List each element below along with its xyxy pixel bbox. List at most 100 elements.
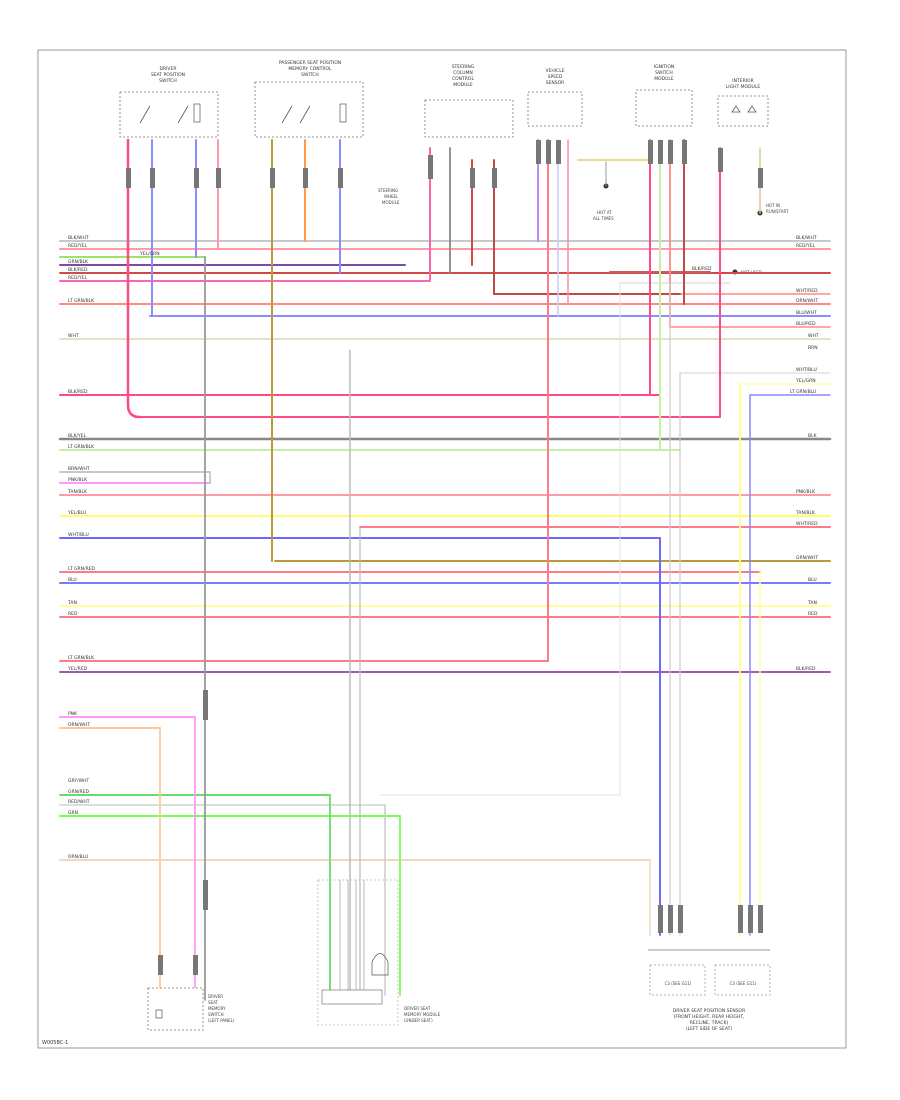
horizontal-wires [58,240,832,861]
component-title-line: (UNDER SEAT) [404,1018,433,1023]
wire-label: GRY/WHT [68,778,89,784]
wire-labels-right: BLK/WHT RED/YEL BLK/RED WHT/RED ORN/WHT … [692,235,819,672]
wire-labels-left: BLK/WHT RED/YEL YEL/GRN GRN/BLK BLK/RED … [67,235,160,860]
wire-label: YEL/GRN [139,251,160,257]
component-driver-seat-memory-module: DRIVER SEAT MEMORY MODULE (UNDER SEAT) [317,879,441,1026]
wire-label: GRN [68,810,78,816]
wire-label: WHT/RED [796,288,818,294]
wire-label: YEL/GRN [795,378,816,384]
wire-label: LT GRN/BLK [68,298,95,304]
component-title-line: STEERING [452,64,475,70]
component-title-line: SENSOR [546,80,565,86]
wire-label: ORN/WHT [68,722,90,728]
annotation-line: WHEEL [384,194,399,199]
wire-label: BRN/WHT [68,466,90,472]
wire-label: TAN [67,600,77,606]
component-title-line: SWITCH [301,72,319,78]
component-title-line: LIGHT MODULE [726,84,761,90]
diagram-frame [37,49,847,1049]
wire-label: GRN/RED [68,789,89,795]
annotation-hot-at-all-times: HOT AT ALL TIMES [593,183,614,221]
annotation-hot-in-run-start: HOT IN RUN/START [757,203,789,216]
component-title-line: DRIVER [160,66,177,72]
component-title-line: (FRONT HEIGHT, REAR HEIGHT, [674,1014,745,1020]
wire-label: LT GRN/BLU [790,389,816,395]
wire-label: BLK/RED [68,267,88,273]
wire-label: GRN/BLK [68,259,89,265]
wire-label: WHT/RED [796,521,818,527]
vertical-wires [126,138,761,1001]
annotation-steering-wheel-module: STEERING WHEEL MODULE [378,188,400,205]
wire-label: LT GRN/BLK [68,655,95,661]
component-ignition-switch-module: IGNITION SWITCH MODULE [635,64,693,127]
component-steering-column-control-module: STEERING COLUMN CONTROL MODULE [424,64,514,138]
annotation-line: ALL TIMES [593,216,614,221]
pin-tags [126,140,763,975]
wire-label: BLK/YEL [68,433,87,439]
annotation-line: STEERING [378,188,398,193]
wire-label: PNK [68,711,78,717]
wire-label: BLU/RED [796,321,816,327]
annotation-line: RUN/START [766,209,789,214]
wire-label: WHT/BLU [796,367,817,373]
component-title-line: DRIVER [208,994,223,999]
component-title-line: CONTROL [452,76,474,82]
component-title-line: (LEFT PANEL) [208,1018,235,1023]
component-driver-seat-position-switch: DRIVER SEAT POSITION SWITCH [119,66,219,138]
wire-label: BLU [808,577,817,583]
wire-label: WHT/BLU [68,532,89,538]
wire-label: PNK/BLK [68,477,88,483]
wire-label: RED/YEL [796,243,816,249]
connector-label: C3 (SEE G11) [665,981,692,986]
wire-label: YEL/BLU [67,510,86,516]
component-title-line: MEMORY CONTROL [288,66,332,72]
component-title-line: SWITCH [208,1012,224,1017]
wire-label: RED [68,611,78,617]
component-title-line: DRIVER SEAT [404,1006,431,1011]
wire-label: TAN/BLK [67,489,88,495]
wire-label: LT GRN/BLK [68,444,95,450]
wire-label: LT GRN/RED [68,566,96,572]
annotation-line: HOT AT [597,210,612,215]
wire-label: BLK/WHT [796,235,817,241]
wire-label: TAN/BLK [795,510,816,516]
wire-label: YEL/RED [67,666,88,672]
component-title-line: MEMORY MODULE [404,1012,441,1017]
component-title-line: SWITCH [159,78,177,84]
wire-label: BRN [808,345,818,351]
component-title-line: MEMORY [208,1006,226,1011]
component-interior-light-module: INTERIOR LIGHT MODULE [717,78,769,127]
component-driver-seat-position-sensor: C3 (SEE G11) C3 (SEE G11) DRIVER SEAT PO… [648,949,771,1032]
component-title-line: VEHICLE [545,68,564,74]
wire-label: WHT [808,333,819,339]
wire-label: RED/WHT [68,799,90,805]
wire-label: BLK/RED [796,666,816,672]
component-passenger-seat-memory-switch: PASSENGER SEAT POSITION MEMORY CONTROL S… [254,60,364,138]
wire-label: BLK/RED [692,266,712,272]
component-title-line: COLUMN [453,70,473,76]
component-vehicle-speed-sensor: VEHICLE SPEED SENSOR [527,68,583,127]
component-title-line: DRIVER SEAT POSITION SENSOR [673,1008,745,1014]
wire-label: BLK/RED [68,389,88,395]
annotation-line: HOT IN [766,203,780,208]
wire-label: GRN/WHT [796,555,818,561]
wire-label: ORN/BLU [68,854,88,860]
component-title-line: (LEFT SIDE OF SEAT) [686,1026,732,1032]
wire-label: ORN/WHT [796,298,818,304]
wire-label: WHT [68,333,79,339]
component-title-line: IGNITION [654,64,675,70]
component-title-line: PASSENGER SEAT POSITION [279,60,341,66]
wire-label: TAN [807,600,817,606]
wire-label: BLK/WHT [68,235,89,241]
component-title-line: SPEED [548,74,563,80]
annotation-line: MODULE [382,200,400,205]
component-title-line: MODULE [654,76,674,82]
wire-label: RED/YEL [68,275,88,281]
wire-label: BLU [68,577,77,583]
component-title-line: RECLINE, TRACK) [690,1020,729,1026]
diagram-code: W005BC-1 [42,1040,68,1046]
wire-label: BLU/WHT [796,310,817,316]
component-title-line: SEAT POSITION [151,72,185,78]
wire-label: RED/YEL [68,243,88,249]
